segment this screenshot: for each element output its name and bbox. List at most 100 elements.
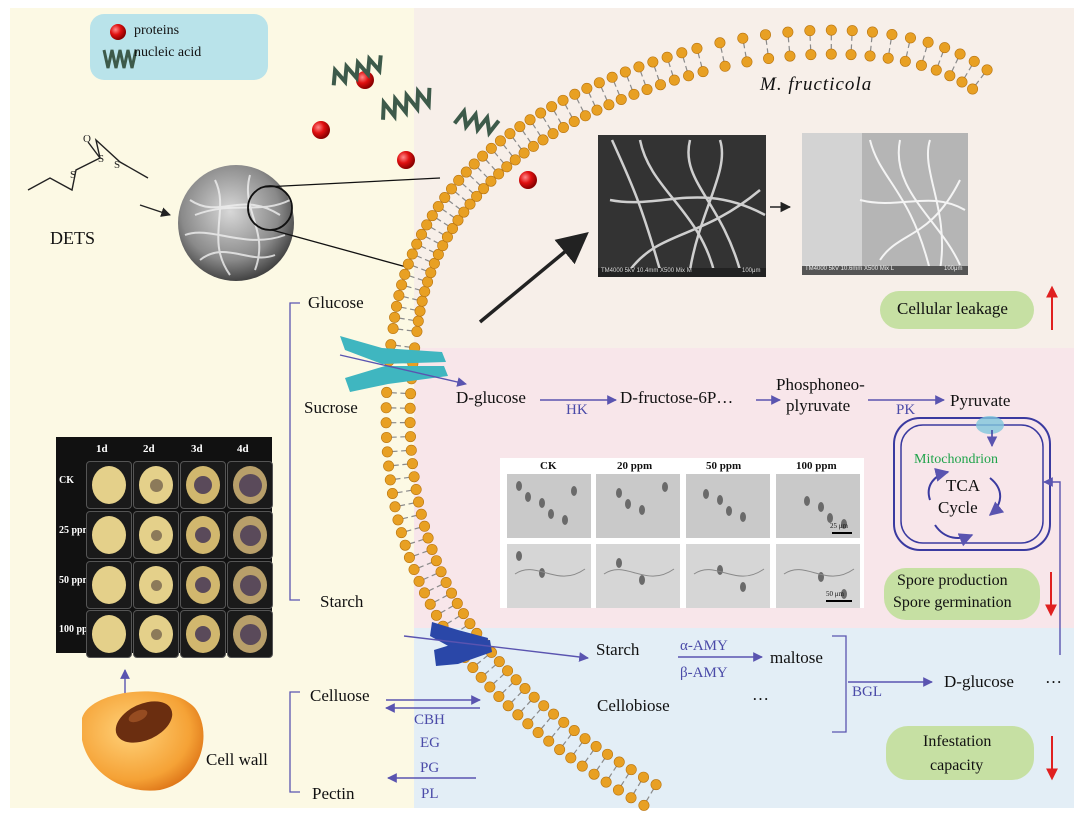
leakage-label: Cellular leakage: [897, 299, 1008, 318]
lipid-head: [512, 709, 524, 721]
lipid-head: [386, 487, 398, 499]
lipid-head: [528, 691, 540, 703]
lipid-head: [588, 768, 600, 780]
lipid-head: [569, 88, 581, 100]
lipid-head: [475, 671, 487, 683]
lipid-head: [825, 24, 837, 36]
micro-header-100ppm: 100 ppm: [796, 460, 837, 472]
lipid-head: [759, 29, 771, 41]
lipid-head: [537, 134, 549, 146]
lipid-head: [437, 240, 449, 252]
lipid-head: [519, 683, 531, 695]
legend-proteins-label: proteins: [134, 23, 180, 38]
lipid-head: [866, 26, 878, 38]
fructose-6p-label: D-fructose-6P…: [620, 388, 734, 407]
lipid-head: [615, 93, 627, 105]
lipid-head: [591, 104, 603, 116]
micrograph-tile: [686, 474, 770, 538]
lipid-head: [502, 665, 514, 677]
svg-text:S: S: [114, 159, 120, 171]
lipid-head: [590, 741, 602, 753]
lipid-head: [922, 36, 934, 48]
nucleic-acid-strand: [452, 106, 501, 138]
lipid-head: [446, 183, 458, 195]
lipid-head: [522, 718, 534, 730]
lipid-head: [956, 76, 968, 88]
fruit-photo: [133, 610, 179, 658]
lipid-head: [579, 733, 591, 745]
lipid-head: [416, 295, 428, 307]
lipid-head: [468, 158, 480, 170]
lipid-head: [446, 587, 458, 599]
lipid-head: [477, 150, 489, 162]
grid-col-3d: 3d: [191, 443, 203, 455]
lipid-head: [719, 60, 731, 72]
lipid-head: [683, 70, 695, 82]
svg-text:S: S: [70, 169, 76, 181]
lipid-head: [763, 52, 775, 64]
lipid-head: [510, 674, 522, 686]
lipid-head: [804, 25, 816, 37]
lipid-head: [784, 50, 796, 62]
lipid-head: [383, 460, 395, 472]
legend-nucleic-acid-label: nucleic acid: [134, 45, 202, 60]
fruit-photo: [180, 610, 226, 658]
fruit-photo: [86, 610, 132, 658]
lipid-head: [451, 597, 463, 609]
lipid-head: [464, 198, 476, 210]
lipid-head: [661, 51, 673, 63]
lipid-head: [389, 311, 401, 323]
infestation-pill: [886, 726, 1034, 780]
lipid-head: [638, 771, 650, 783]
lipid-head: [410, 484, 422, 496]
lipid-head: [385, 339, 397, 351]
lipid-head: [628, 88, 640, 100]
lipid-head: [413, 496, 425, 508]
lipid-head: [557, 121, 569, 133]
lipid-head: [412, 315, 424, 327]
lipid-head: [485, 175, 497, 187]
protein-legend-icon: [110, 24, 126, 40]
pg-enzyme-label: PG: [420, 760, 440, 776]
lipid-head: [419, 285, 431, 297]
lipid-head: [504, 128, 516, 140]
lipid-head: [668, 74, 680, 86]
lipid-head: [422, 276, 434, 288]
grid-row-ck: CK: [59, 475, 74, 486]
lipid-head: [460, 166, 472, 178]
lipid-head: [380, 417, 392, 429]
lipid-head: [406, 458, 418, 470]
micro-header-20ppm: 20 ppm: [617, 460, 653, 472]
lipid-head: [602, 748, 614, 760]
lipid-head: [600, 776, 612, 788]
lipid-head: [408, 471, 420, 483]
lipid-head: [419, 520, 431, 532]
fruit-photo: [180, 461, 226, 509]
maltose-ellipsis: …: [752, 685, 769, 704]
fruit-photo: [227, 511, 273, 559]
pectin-label: Pectin: [312, 784, 355, 803]
lipid-head: [612, 784, 624, 796]
grid-row-50ppm: 50 ppm: [59, 575, 91, 586]
organism-label: M. fructicola: [760, 74, 873, 95]
lipid-head: [430, 555, 442, 567]
lipid-head: [389, 501, 401, 513]
lipid-head: [593, 77, 605, 89]
lipid-head: [650, 779, 662, 791]
lipid-head: [484, 681, 496, 693]
lipid-head: [532, 727, 544, 739]
sem-scale-left: 100μm: [742, 268, 761, 274]
lipid-head: [405, 388, 417, 400]
sucrose-label: Sucrose: [304, 398, 358, 417]
cellobiose-label: Cellobiose: [597, 696, 670, 715]
grid-row-100ppm: 100 ppm: [59, 624, 96, 635]
lipid-head: [524, 114, 536, 126]
lipid-head: [568, 725, 580, 737]
lipid-head: [538, 700, 550, 712]
pep-label-line2: plyruvate: [786, 396, 851, 415]
protein-sphere: [397, 151, 415, 169]
svg-text:O: O: [83, 133, 91, 145]
lipid-head: [395, 527, 407, 539]
micrograph-tile: [596, 544, 680, 608]
